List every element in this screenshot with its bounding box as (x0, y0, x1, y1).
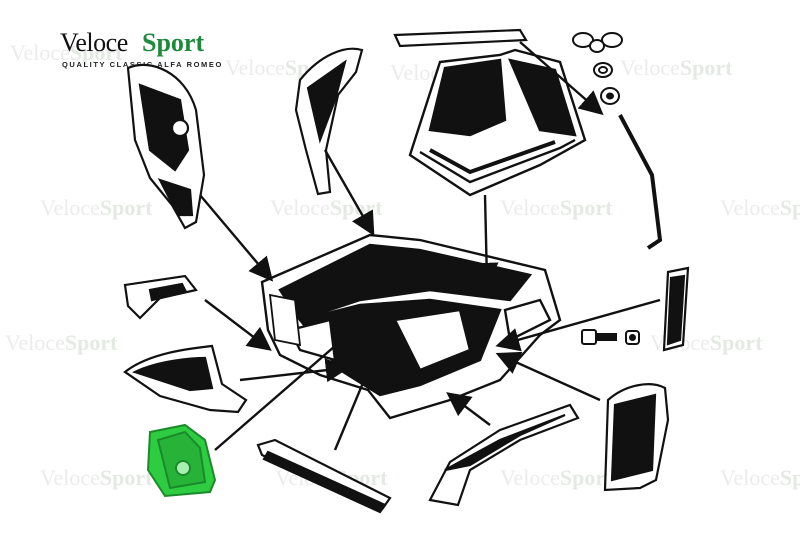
leader-arrows (199, 41, 661, 451)
part-upper-curved-panel[interactable] (294, 47, 364, 196)
watermark: VeloceSport (620, 55, 733, 80)
part-left-side-panel[interactable] (126, 63, 206, 230)
watermark: VeloceSport (10, 40, 123, 65)
watermark: VeloceSport (500, 195, 613, 220)
part-engine-bay-body[interactable] (260, 233, 562, 420)
part-battery-tray[interactable] (408, 48, 587, 197)
part-lower-left-bracket[interactable] (123, 344, 248, 414)
part-flat-washer[interactable] (600, 87, 620, 105)
watermark: VeloceSport (720, 465, 800, 490)
part-right-lower-mount[interactable] (603, 383, 670, 492)
watermark: VeloceSport (40, 195, 153, 220)
part-top-crossbar[interactable] (393, 28, 528, 48)
part-lower-right-bracket[interactable] (428, 403, 580, 507)
watermark: VeloceSport (5, 330, 118, 355)
part-right-vertical-bar[interactable] (662, 266, 690, 352)
watermark: VeloceSport (40, 465, 153, 490)
part-bolt[interactable] (581, 329, 617, 345)
part-wing-nut[interactable] (572, 32, 623, 53)
part-lock-washer[interactable] (593, 62, 613, 78)
watermark: VeloceSport (720, 195, 800, 220)
part-lower-beam[interactable] (256, 438, 392, 514)
part-nut[interactable] (625, 330, 640, 345)
part-battery-hold-rod[interactable] (618, 114, 663, 250)
part-highlighted-mount[interactable] (146, 423, 217, 498)
part-small-bracket[interactable] (123, 274, 198, 320)
watermark: VeloceSport (500, 465, 613, 490)
